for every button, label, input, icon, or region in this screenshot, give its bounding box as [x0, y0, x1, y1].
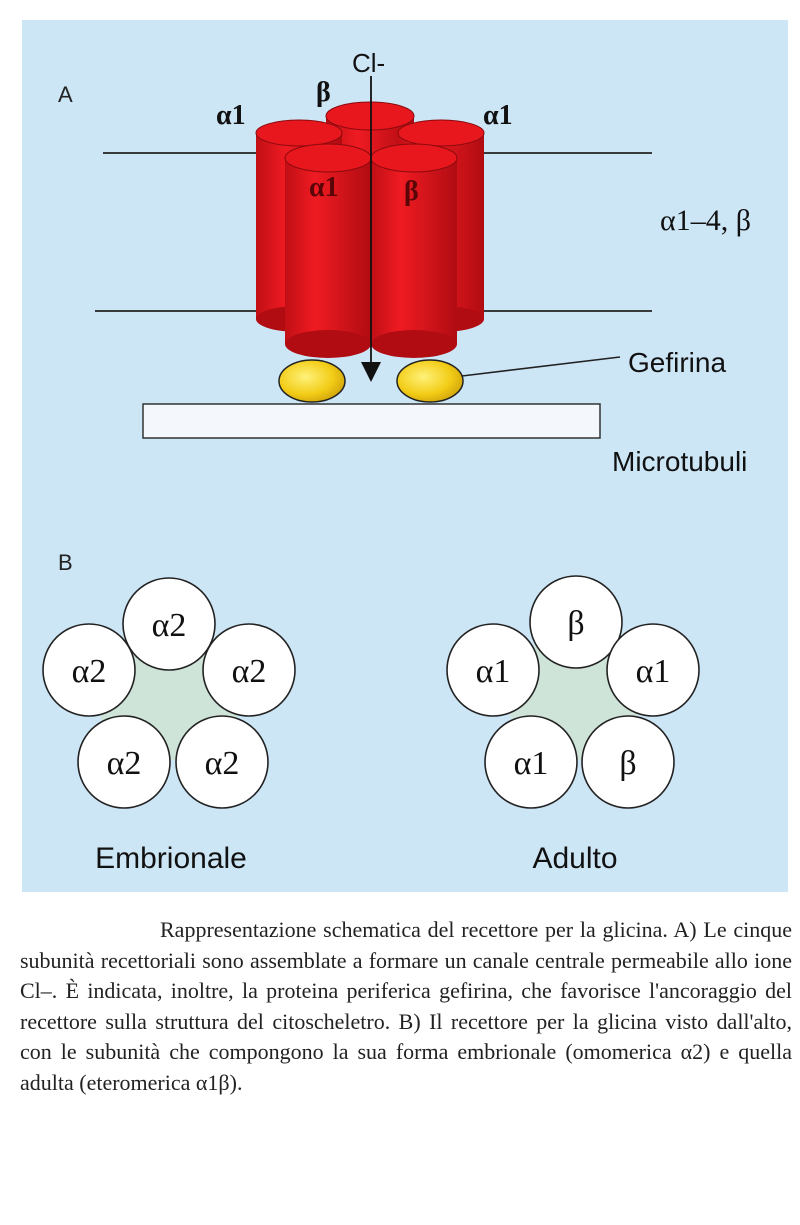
svg-text:α2: α2 [152, 607, 187, 644]
embrionale-caption: Embrionale [95, 842, 247, 875]
microtubule-bar [143, 404, 600, 438]
svg-text:α2: α2 [232, 653, 267, 690]
panel-b-label: B [58, 550, 73, 575]
figure-caption: Rappresentazione schematica del recettor… [20, 915, 792, 1098]
gefirina-left [279, 360, 345, 402]
adulto-subunit-4: α1 [485, 716, 577, 808]
label-back-right: α1 [483, 100, 513, 131]
svg-text:α2: α2 [107, 745, 142, 782]
label-front-left: α1 [309, 172, 339, 203]
svg-text:β: β [619, 745, 636, 782]
adulto-subunit-1: β [530, 576, 622, 668]
label-back-center: β [316, 77, 331, 108]
embrionale-subunit-4: α2 [78, 716, 170, 808]
ion-label: Cl- [352, 48, 385, 78]
gefirina-label: Gefirina [628, 347, 726, 378]
svg-text:α1: α1 [636, 653, 671, 690]
receptor-cylinders [256, 102, 484, 358]
label-back-left: α1 [216, 100, 246, 131]
embrionale-subunit-1: α2 [123, 578, 215, 670]
adulto-subunit-3: β [582, 716, 674, 808]
label-front-right: β [404, 176, 419, 207]
caption-text: Rappresentazione schematica del recettor… [20, 915, 792, 1098]
composition-label: α1–4, β [660, 204, 751, 237]
svg-text:β: β [567, 605, 584, 642]
embrionale-subunit-3: α2 [176, 716, 268, 808]
panel-a-label: A [58, 82, 73, 107]
svg-text:α2: α2 [205, 745, 240, 782]
svg-text:α1: α1 [476, 653, 511, 690]
embrionale-subunit-2: α2 [203, 624, 295, 716]
microtubuli-label: Microtubuli [612, 446, 747, 477]
embrionale-subunit-5: α2 [43, 624, 135, 716]
adulto-subunit-2: α1 [607, 624, 699, 716]
gefirina-right [397, 360, 463, 402]
svg-text:α2: α2 [72, 653, 107, 690]
svg-text:α1: α1 [514, 745, 549, 782]
adulto-caption: Adulto [532, 842, 617, 875]
adulto-subunit-5: α1 [447, 624, 539, 716]
